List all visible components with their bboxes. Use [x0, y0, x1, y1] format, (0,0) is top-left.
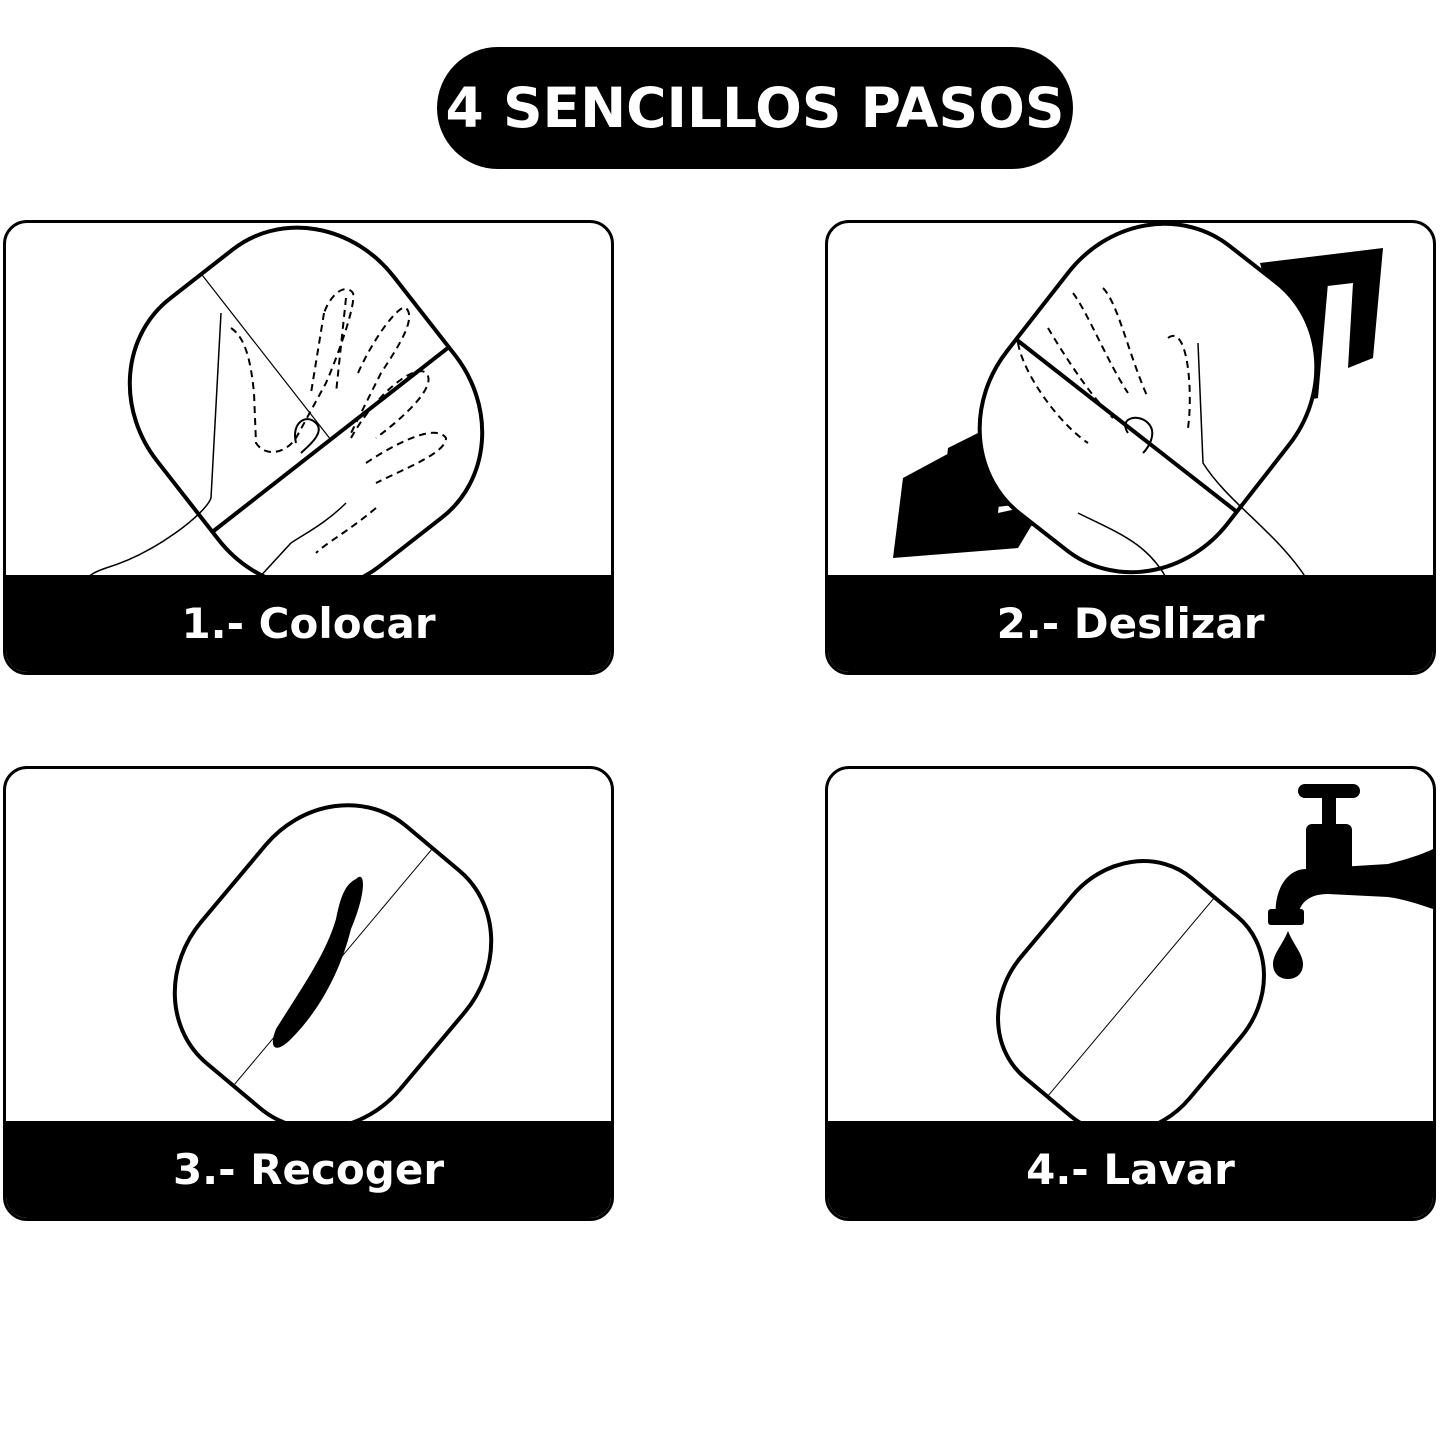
step-card-deslizar: 2.- Deslizar: [825, 220, 1436, 675]
step-label: 4.- Lavar: [1026, 1145, 1235, 1194]
faucet-icon: [1268, 784, 1433, 979]
page-title-text: 4 SENCILLOS PASOS: [445, 76, 1065, 140]
step-label: 3.- Recoger: [172, 1145, 445, 1194]
step-card-colocar: 1.- Colocar: [3, 220, 614, 675]
step-label: 1.- Colocar: [181, 599, 436, 648]
glove-hand-icon: [85, 225, 485, 581]
step-label-bar: 2.- Deslizar: [828, 575, 1433, 672]
glove-faucet-icon: [996, 784, 1433, 1127]
step-card-recoger: 3.- Recoger: [3, 766, 614, 1221]
glove-with-hair-icon: [172, 803, 494, 1127]
step-label-bar: 4.- Lavar: [828, 1121, 1433, 1218]
step-label: 2.- Deslizar: [996, 599, 1265, 648]
step-label-bar: 3.- Recoger: [6, 1121, 611, 1218]
water-drop-icon: [1273, 931, 1303, 979]
page-title: 4 SENCILLOS PASOS: [437, 47, 1073, 169]
step-label-bar: 1.- Colocar: [6, 575, 611, 672]
step-card-lavar: 4.- Lavar: [825, 766, 1436, 1221]
glove-slide-arrows-icon: [893, 223, 1383, 581]
